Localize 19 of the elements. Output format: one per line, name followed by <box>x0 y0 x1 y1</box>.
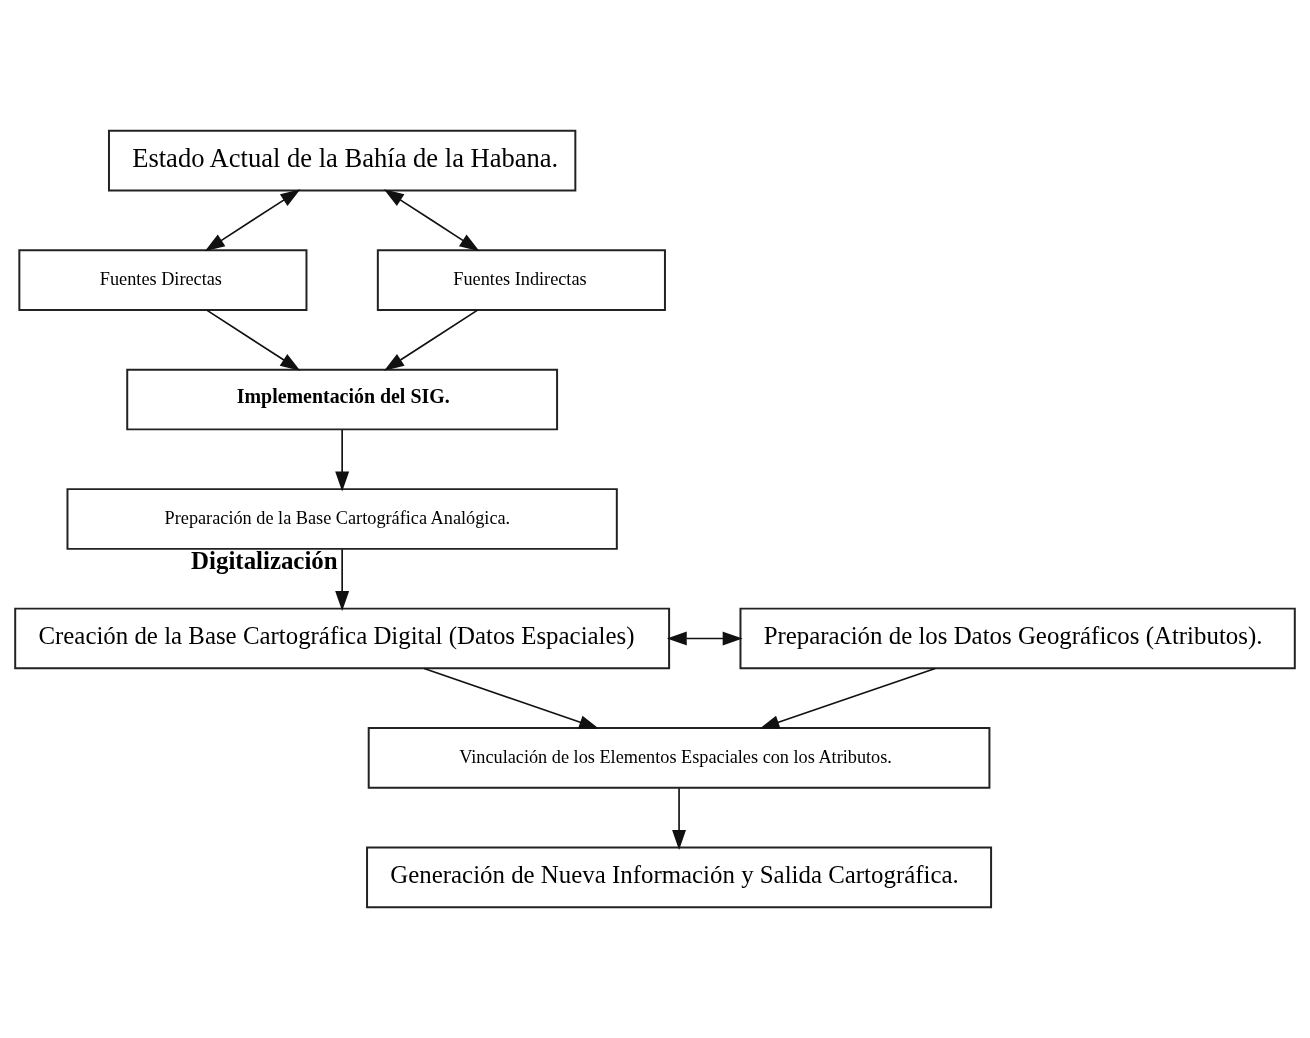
node-box: Vinculación de los Elementos Espaciales con los Atributos. <box>367 727 991 789</box>
node-box: Estado Actual de la Bahía de la Habana. <box>107 129 577 192</box>
node-box: Preparación de los Datos Geográficos (Atributos). <box>739 607 1296 670</box>
arrow <box>672 787 687 850</box>
arrow <box>383 189 480 252</box>
node-box: Preparación de la Base Cartográfica Analógica. <box>66 488 618 550</box>
arrow <box>666 631 743 646</box>
arrow <box>335 429 350 492</box>
node-box: Implementación del SIG. <box>126 368 559 431</box>
node-box: Creación de la Base Cartográfica Digital (Datos Espaciales) <box>14 607 671 670</box>
arrow <box>384 309 479 371</box>
arrow <box>759 667 937 729</box>
node-box: Fuentes Indirectas <box>376 249 666 311</box>
node-box: Generación de Nueva Información y Salida Cartográfica. <box>366 846 993 909</box>
arrow <box>423 667 600 729</box>
node-box: Fuentes Directas <box>18 249 308 311</box>
arrow <box>205 309 301 371</box>
arrow <box>335 548 350 611</box>
arrow <box>204 189 301 252</box>
